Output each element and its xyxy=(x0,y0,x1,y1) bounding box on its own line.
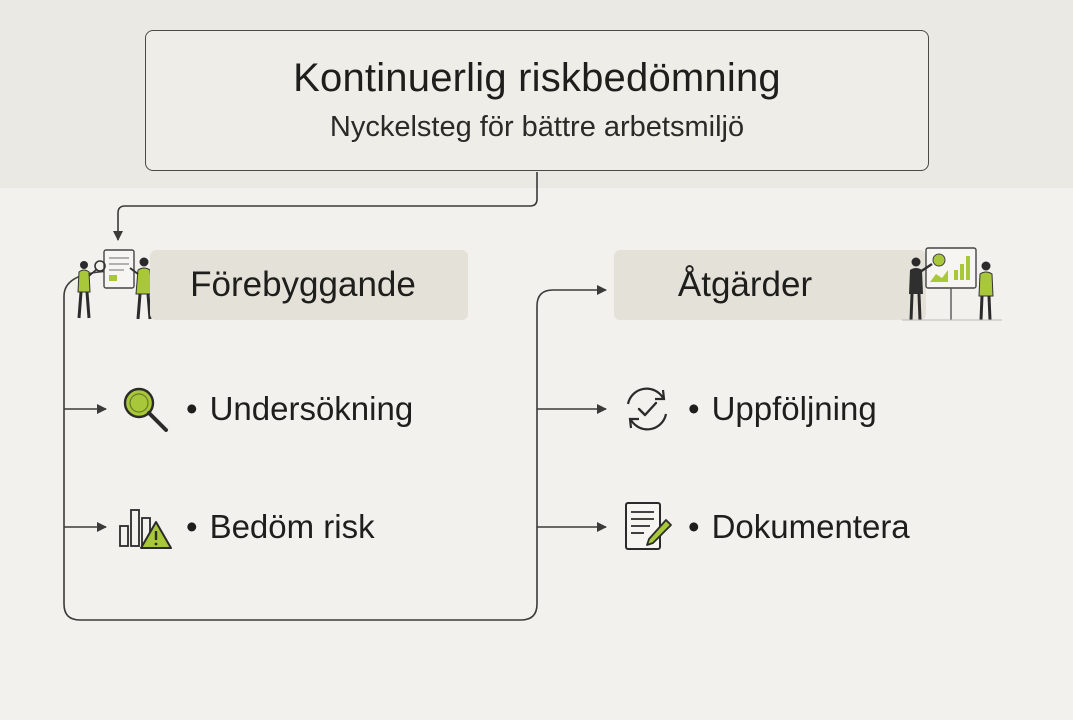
magnifier-icon xyxy=(118,382,172,436)
item-label: Undersökning xyxy=(186,390,414,428)
item-label: Bedöm risk xyxy=(186,508,375,546)
left-bracket-line xyxy=(63,270,607,621)
item-label: Uppföljning xyxy=(688,390,877,428)
section-title: Åtgärder xyxy=(677,265,813,304)
list-item-bedom-risk: Bedöm risk xyxy=(118,500,375,554)
two-people-presenting-chart-icon xyxy=(902,247,1002,321)
section-title: Förebyggande xyxy=(190,265,416,304)
bar-chart-warning-icon xyxy=(118,500,172,554)
section-forebyggande: Förebyggande xyxy=(150,250,468,320)
title-to-left-arrow xyxy=(113,172,538,241)
title-box: Kontinuerlig riskbedömning Nyckelsteg fö… xyxy=(145,30,929,171)
refresh-check-icon xyxy=(620,382,674,436)
diagram-subtitle: Nyckelsteg för bättre arbetsmiljö xyxy=(329,110,745,143)
list-item-dokumentera: Dokumentera xyxy=(620,500,910,554)
diagram-title: Kontinuerlig riskbedömning xyxy=(293,55,781,100)
list-item-undersokning: Undersökning xyxy=(118,382,413,436)
item-label: Dokumentera xyxy=(688,508,910,546)
section-atgarder: Åtgärder xyxy=(614,250,926,320)
document-pen-icon xyxy=(620,500,674,554)
list-item-uppfoljning: Uppföljning xyxy=(620,382,877,436)
two-people-reviewing-document-icon xyxy=(77,249,153,320)
